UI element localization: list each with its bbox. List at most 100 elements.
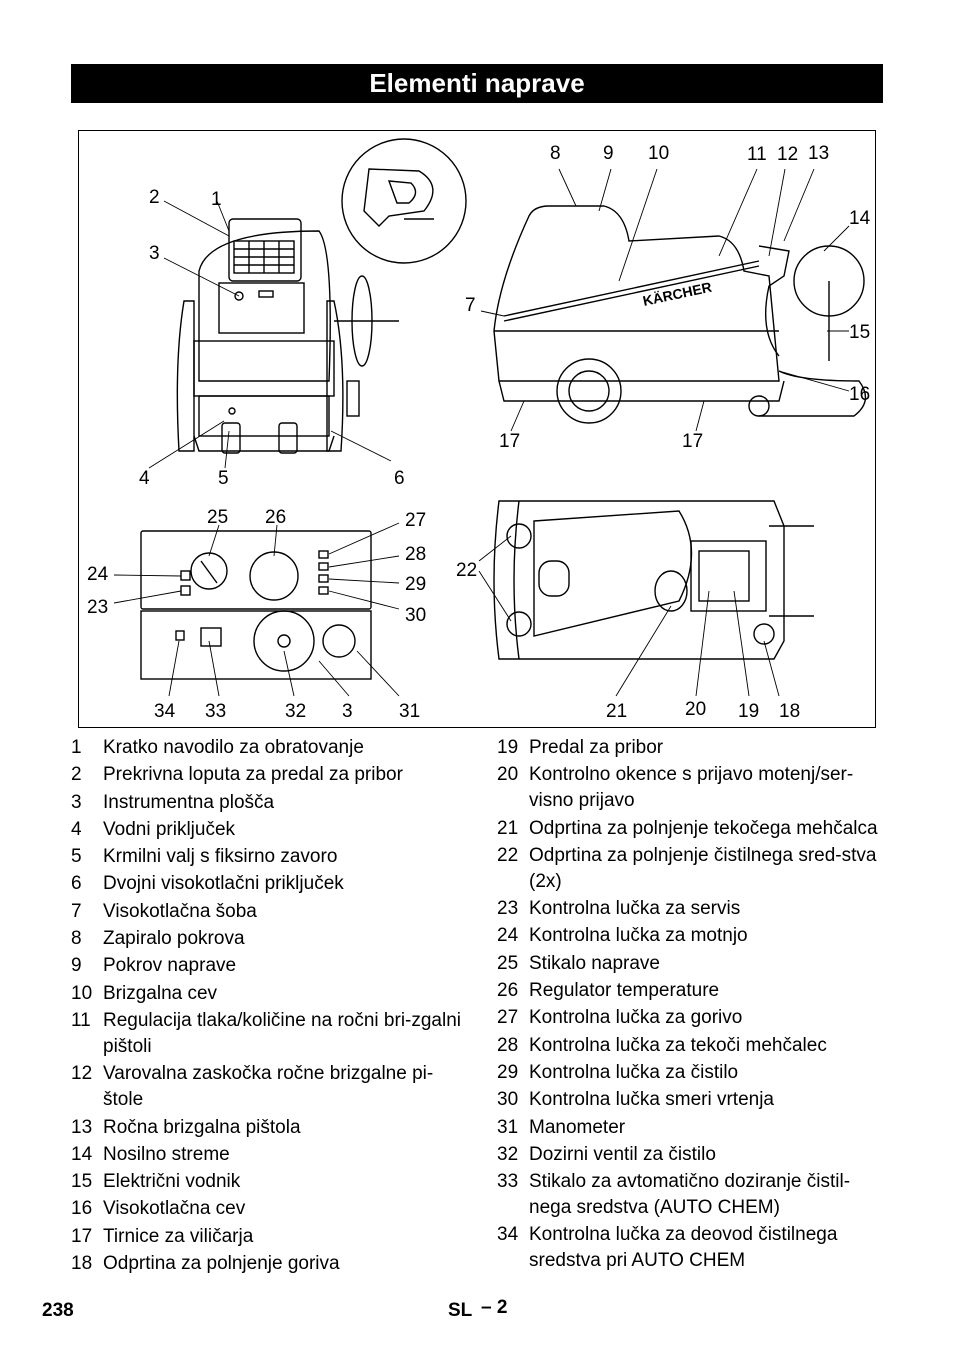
list-item: 27 Kontrolna lučka za gorivo (497, 1005, 883, 1031)
callout-11: 11 (747, 144, 767, 165)
callout-26: 26 (265, 507, 287, 528)
front-view-drawing (176, 218, 399, 454)
item-number: 23 (497, 898, 519, 920)
sub-page-number: – 2 (481, 1297, 508, 1318)
callout-17b: 17 (682, 431, 704, 452)
callout-10: 10 (648, 143, 670, 164)
callout-5: 5 (218, 468, 229, 489)
item-text: Odprtina za polnjenje tekočega mehčalca (529, 817, 878, 839)
item-text: Kontrolna lučka za tekoči mehčalec (529, 1034, 827, 1056)
list-item: 19 Predal za pribor (497, 735, 883, 761)
top-view-drawing (493, 500, 814, 660)
callout-20: 20 (685, 699, 707, 720)
callout-30: 30 (405, 605, 427, 626)
item-text: Brizgalna cev (103, 982, 218, 1004)
language-code: SL (448, 1300, 473, 1321)
item-text: Prekrivna loputa za predal za pribor (103, 764, 403, 786)
item-number: 7 (71, 900, 82, 922)
item-number: 5 (71, 846, 82, 868)
callout-34: 34 (154, 701, 176, 722)
item-number: 6 (71, 873, 82, 895)
item-text: Kontrolna lučka za servis (529, 898, 741, 920)
title-bar: Elementi naprave (71, 64, 883, 103)
callout-3: 3 (149, 243, 160, 264)
item-number: 16 (71, 1198, 93, 1220)
item-text: Krmilni valj s fiksirno zavoro (103, 846, 338, 868)
item-number: 27 (497, 1007, 519, 1029)
callout-21: 21 (606, 701, 628, 722)
list-item: 30 Kontrolna lučka smeri vrtenja (497, 1087, 883, 1113)
list-item: 2 Prekrivna loputa za predal za pribor (71, 762, 466, 788)
callout-18: 18 (779, 701, 801, 722)
callout-6: 6 (394, 468, 405, 489)
item-text: Kontrolno okence s prijavo motenj/ser-vi… (529, 764, 854, 812)
list-item: 16 Visokotlačna cev (71, 1196, 466, 1222)
callout-33: 33 (205, 701, 227, 722)
item-text: Kontrolna lučka za gorivo (529, 1007, 743, 1029)
item-text: Predal za pribor (529, 737, 664, 758)
item-number: 28 (497, 1034, 519, 1056)
device-illustration: KÄRCHER (113, 138, 867, 697)
callout-19: 19 (738, 701, 760, 722)
item-number: 31 (497, 1116, 519, 1138)
item-number: 25 (497, 952, 519, 974)
item-text: Visokotlačna cev (103, 1198, 246, 1220)
item-number: 29 (497, 1061, 519, 1083)
callout-3b: 3 (342, 701, 353, 722)
item-number: 19 (497, 737, 519, 758)
list-item: 28 Kontrolna lučka za tekoči mehčalec (497, 1033, 883, 1059)
callout-22: 22 (456, 560, 478, 581)
callout-31: 31 (399, 701, 421, 722)
item-number: 30 (497, 1089, 519, 1111)
device-figure: KÄRCHER 2 1 3 4 5 6 7 8 9 10 11 12 13 14… (78, 130, 876, 728)
item-text: Nosilno streme (103, 1143, 230, 1165)
item-number: 21 (497, 817, 519, 839)
list-item: 23 Kontrolna lučka za servis (497, 896, 883, 922)
page-number: 238 (42, 1300, 74, 1321)
item-number: 15 (71, 1171, 93, 1193)
item-text: Stikalo naprave (529, 952, 660, 974)
list-item: 14 Nosilno streme (71, 1142, 466, 1168)
item-number: 34 (497, 1224, 519, 1246)
callout-2: 2 (149, 187, 160, 208)
list-item: 7 Visokotlačna šoba (71, 899, 466, 925)
item-text: Odprtina za polnjenje goriva (103, 1253, 340, 1275)
item-number: 32 (497, 1143, 519, 1165)
item-text: Kontrolna lučka za motnjo (529, 925, 748, 947)
control-panel-drawing (140, 530, 372, 680)
item-number: 14 (71, 1143, 93, 1165)
item-text: Varovalna zaskočka ročne brizgalne pi-št… (103, 1063, 434, 1111)
item-number: 13 (71, 1116, 93, 1138)
callout-25: 25 (207, 507, 229, 528)
item-text: Regulacija tlaka/količine na ročni bri-z… (103, 1009, 462, 1057)
item-number: 17 (71, 1225, 93, 1247)
item-text: Regulator temperature (529, 980, 720, 1002)
item-number: 2 (71, 764, 82, 786)
callout-7: 7 (465, 295, 476, 316)
callout-1: 1 (211, 189, 222, 210)
item-text: Stikalo za avtomatično doziranje čistil-… (529, 1171, 851, 1219)
item-text: Visokotlačna šoba (103, 900, 257, 922)
item-number: 4 (71, 818, 82, 840)
item-text: Kontrolna lučka smeri vrtenja (529, 1089, 774, 1111)
item-number: 10 (71, 982, 93, 1004)
item-text: Odprtina za polnjenje čistilnega sred-st… (529, 844, 877, 892)
item-number: 3 (71, 791, 82, 813)
page-title: Elementi naprave (369, 68, 585, 98)
side-view-drawing (493, 205, 867, 424)
list-item: 21 Odprtina za polnjenje tekočega mehčalc… (497, 816, 883, 842)
